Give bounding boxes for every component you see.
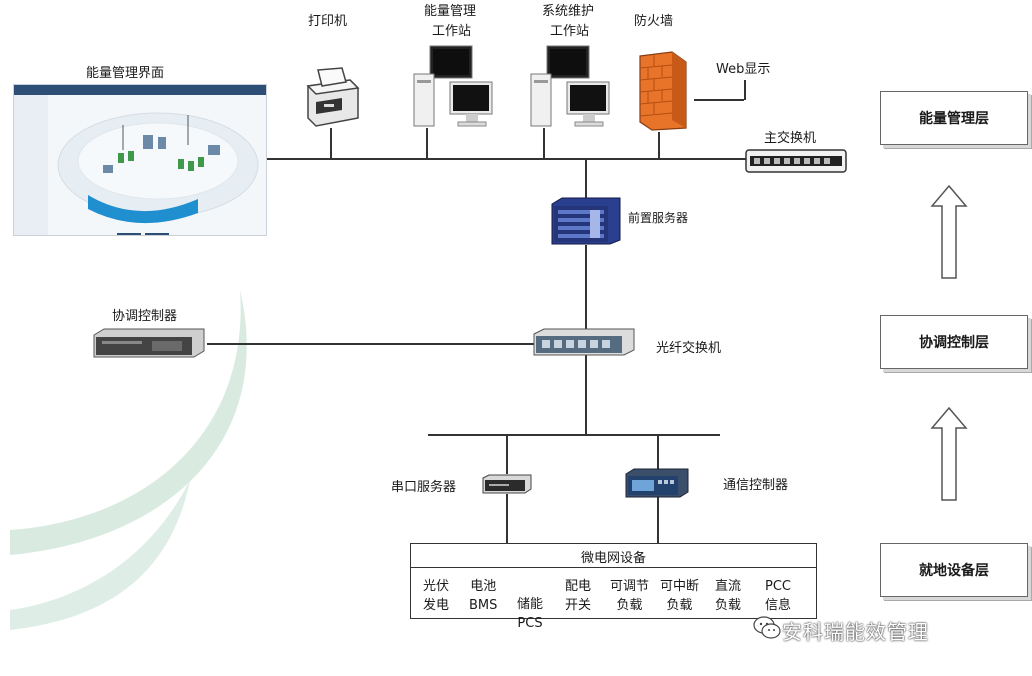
watermark-text: 安科瑞能效管理 [782,620,929,644]
maint-station-drop [543,128,545,158]
printer-icon [306,67,360,127]
layer-coordination-control: 协调控制层 [880,315,1028,369]
device-storage-pcs: 储能 PCS [517,597,544,631]
trunk-top [585,158,587,198]
serial-server-icon [482,474,532,494]
device-switchgear: 配电 开关 [565,579,592,613]
layer-field-devices: 就地设备层 [880,543,1028,597]
screenshot-sidebar [14,95,48,235]
energy-workstation-icon [413,45,493,127]
device-interruptible-load: 可中断 负载 [660,579,700,613]
front-server-icon [551,197,621,245]
screenshot-scene [57,112,259,224]
microgrid-divider [411,567,816,568]
up-arrow-icon [930,406,968,501]
main-switch-label: 主交换机 [764,131,817,146]
screenshot-button-2 [145,233,169,235]
firewall-icon [639,51,687,131]
background-swoosh [10,290,247,630]
fiber-switch-label: 光纤交换机 [656,341,722,356]
field-bus-line [428,434,720,436]
top-bus-line [265,158,750,160]
serial-drop-bottom [506,494,508,543]
maint-station-label-1: 系统维护 [542,4,595,19]
front-server-label: 前置服务器 [628,211,689,225]
serial-server-label: 串口服务器 [391,480,457,495]
screenshot-header [14,85,266,95]
wechat-icon [753,616,781,639]
microgrid-title: 微电网设备 [580,551,646,566]
device-battery-bms: 电池 BMS [469,579,498,613]
energy-ui-screenshot [13,84,267,236]
device-pv: 光伏 发电 [423,579,450,613]
layer-energy-management: 能量管理层 [880,91,1028,145]
maint-station-label-2: 工作站 [550,24,590,39]
trunk-mid [585,245,587,330]
main-switch-icon [745,149,847,173]
up-arrow-icon [930,184,968,279]
serial-drop-top [506,434,508,474]
maint-workstation-icon [530,45,610,127]
printer-drop [330,128,332,158]
energy-ui-label: 能量管理界面 [86,66,165,81]
energy-station-drop [426,128,428,158]
comm-drop-bottom [657,497,659,543]
energy-station-label-1: 能量管理 [424,4,477,19]
web-display-line-v [744,80,746,100]
comm-drop-top [657,434,659,470]
screenshot-button-1 [117,233,141,235]
device-dc-load: 直流 负载 [715,579,742,613]
coord-link-line [207,343,534,345]
fiber-switch-icon [533,328,635,356]
firewall-drop [658,132,660,158]
device-pcc-info: PCC 信息 [765,579,792,613]
comm-controller-icon [625,468,689,498]
printer-label: 打印机 [308,14,348,29]
firewall-label: 防火墙 [634,14,674,29]
trunk-low [585,355,587,435]
web-display-label: Web显示 [716,62,771,77]
comm-controller-label: 通信控制器 [723,478,789,493]
coord-controller-label: 协调控制器 [112,309,178,324]
device-adjustable-load: 可调节 负载 [610,579,650,613]
web-display-line-h [694,99,744,101]
coord-controller-icon [93,328,205,358]
microgrid-device-box: 微电网设备 光伏 发电 电池 BMS 储能 PCS 配电 开关 可调节 负载 可… [410,543,817,631]
energy-station-label-2: 工作站 [432,24,472,39]
